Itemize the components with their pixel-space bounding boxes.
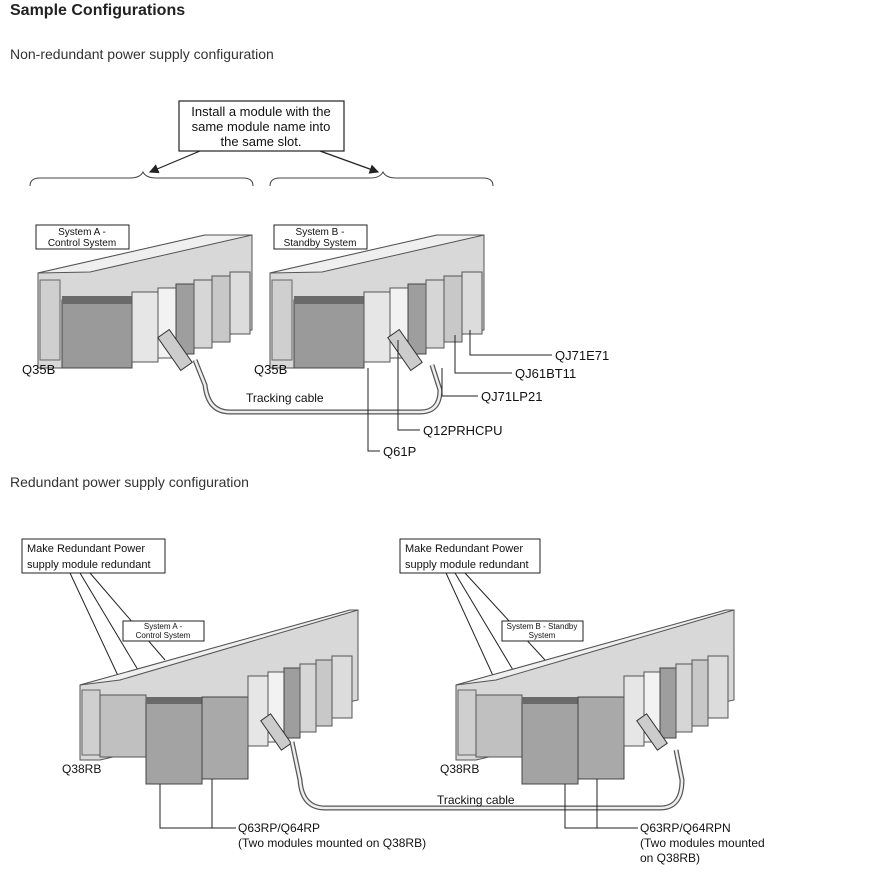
callout-line-3: the same slot. <box>221 134 302 149</box>
psu-b-label-1: Q63RP/Q64RPN <box>640 821 731 835</box>
base-a2-label: Q38RB <box>62 762 101 776</box>
psu-a-label-1: Q63RP/Q64RP <box>238 821 320 835</box>
label-q61p: Q61P <box>383 444 416 459</box>
label-q12prhcpu: Q12PRHCPU <box>423 423 502 438</box>
tracking-cable-1: Tracking cable <box>157 328 443 415</box>
callout-b-line-2: supply module redundant <box>405 559 529 571</box>
diagram-redundant: Make Redundant Power supply module redun… <box>21 538 765 865</box>
diagram-non-redundant: Install a module with the same module na… <box>22 100 609 459</box>
psu-leaders <box>159 779 638 829</box>
system-a-label-2: Control System <box>48 238 116 249</box>
system-a2-label-1: System A - <box>144 622 183 631</box>
system-b2-label-1: System B - Standby <box>507 622 578 631</box>
rack-q38rb-a: System A - Control System Q38RB <box>62 609 359 785</box>
system-a2-label-2: Control System <box>136 631 191 640</box>
system-b-label-1: System B - <box>296 227 345 238</box>
section-title-redundant: Redundant power supply configuration <box>10 474 249 490</box>
label-qj71lp21: QJ71LP21 <box>481 389 542 404</box>
psu-b-label-3: on Q38RB) <box>640 851 700 865</box>
system-b-label-2: Standby System <box>284 238 357 249</box>
callout-a-line-1: Make Redundant Power <box>27 543 145 555</box>
module-leaders <box>367 330 552 452</box>
label-qj71e71: QJ71E71 <box>555 348 609 363</box>
page-heading: Sample Configurations <box>10 2 186 19</box>
callout-line-2: same module name into <box>192 119 331 134</box>
label-qj61bt11: QJ61BT11 <box>515 366 576 381</box>
psu-a-label-2: (Two modules mounted on Q38RB) <box>238 836 426 850</box>
tracking-cable-label-2: Tracking cable <box>437 793 515 807</box>
callout-a-line-2: supply module redundant <box>27 559 151 571</box>
system-a-label-1: System A - <box>58 227 106 238</box>
base-b-label: Q35B <box>254 362 287 377</box>
callout-b-line-1: Make Redundant Power <box>405 543 523 555</box>
callout-line-1: Install a module with the <box>191 104 330 119</box>
rack-system-a: System A - Control System Q35B <box>22 224 253 377</box>
base-a-label: Q35B <box>22 362 55 377</box>
section-title-non-redundant: Non-redundant power supply configuration <box>10 46 274 62</box>
system-b2-label-2: System <box>529 631 556 640</box>
tracking-cable-2: Tracking cable <box>260 713 685 811</box>
rack-q38rb-b: System B - Standby System Q38RB <box>440 609 735 785</box>
psu-b-label-2: (Two modules mounted <box>640 836 765 850</box>
tracking-cable-label-1: Tracking cable <box>246 391 324 405</box>
rack-system-b: System B - Standby System Q35B <box>254 224 485 377</box>
callout-install-module: Install a module with the same module na… <box>148 100 380 174</box>
base-b2-label: Q38RB <box>440 762 479 776</box>
